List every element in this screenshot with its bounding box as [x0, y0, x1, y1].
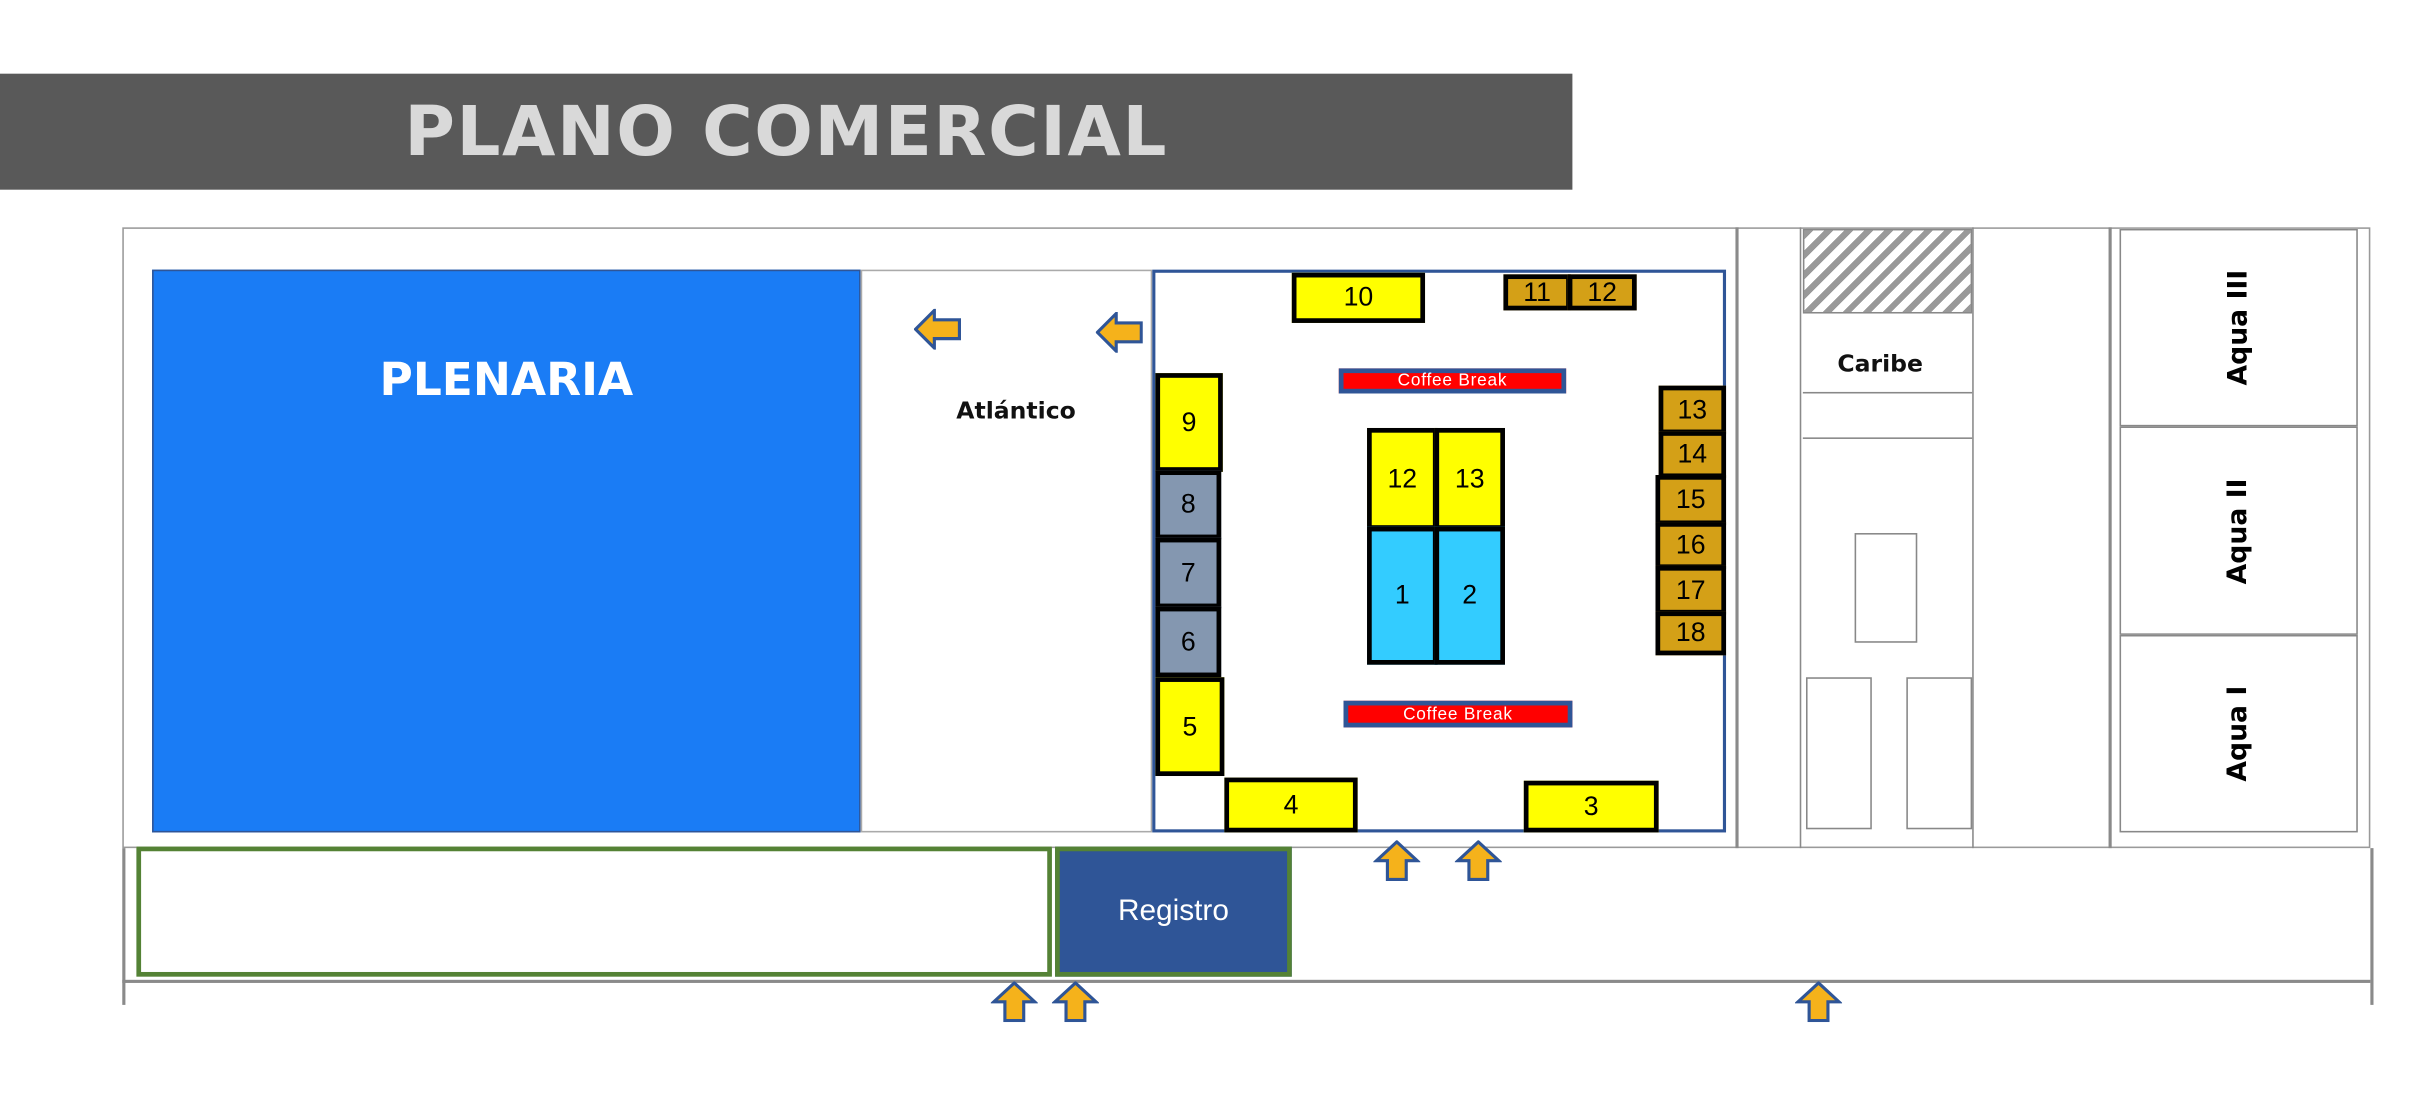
booth-5[interactable]: 5 — [1155, 677, 1225, 777]
atlantico-room: Atlántico — [860, 269, 1153, 833]
arrow-left-icon — [1095, 311, 1143, 353]
aqua-2-label: Aqua II — [2222, 477, 2255, 584]
arrow-up-icon — [1051, 981, 1099, 1023]
aqua-2-room: Aqua II — [2119, 426, 2358, 635]
booth-6[interactable]: 6 — [1155, 606, 1222, 678]
aqua-3-room: Aqua III — [2119, 228, 2358, 427]
booth-3[interactable]: 3 — [1523, 780, 1659, 833]
booth-7[interactable]: 7 — [1155, 537, 1222, 609]
plenaria-label: PLENARIA — [379, 352, 634, 407]
page-title: PLANO COMERCIAL — [404, 91, 1168, 172]
aqua-1-room: Aqua I — [2119, 634, 2358, 833]
arrow-up-icon — [990, 981, 1038, 1023]
arrow-up-icon — [1795, 981, 1843, 1023]
booth-14[interactable]: 14 — [1658, 431, 1727, 479]
booth-11[interactable]: 11 — [1503, 274, 1571, 311]
booth-17[interactable]: 17 — [1655, 565, 1727, 615]
restroom-stalls — [1906, 677, 1973, 830]
restroom-stalls — [1805, 677, 1872, 830]
booth-13-center[interactable]: 13 — [1434, 427, 1505, 530]
aqua-1-label: Aqua I — [2222, 685, 2255, 782]
booth-12-center[interactable]: 12 — [1367, 427, 1438, 530]
registro-label: Registro — [1117, 894, 1229, 928]
wall-line — [2370, 848, 2374, 1005]
wall-line — [122, 848, 126, 1005]
booth-15[interactable]: 15 — [1655, 475, 1727, 526]
lobby-area — [136, 846, 1052, 977]
booth-8[interactable]: 8 — [1155, 470, 1222, 540]
aqua-3-label: Aqua III — [2222, 269, 2255, 386]
restroom-stalls — [1854, 533, 1918, 643]
booth-10[interactable]: 10 — [1291, 272, 1426, 323]
booth-2[interactable]: 2 — [1434, 526, 1505, 665]
wall-line — [1735, 227, 1739, 849]
arrow-left-icon — [913, 308, 962, 350]
arrow-up-icon — [1373, 840, 1421, 882]
title-bar: PLANO COMERCIAL — [0, 73, 1573, 190]
wall-line — [2108, 227, 2112, 849]
service-area — [1802, 228, 1973, 314]
caribe-label: Caribe — [1837, 349, 1923, 378]
registro-area: Registro — [1055, 846, 1292, 977]
booth-1[interactable]: 1 — [1367, 526, 1438, 665]
plenaria-room: PLENARIA — [152, 269, 861, 833]
booth-9[interactable]: 9 — [1155, 373, 1223, 472]
booth-16[interactable]: 16 — [1655, 522, 1727, 570]
booth-13-right[interactable]: 13 — [1658, 385, 1727, 435]
atlantico-label: Atlántico — [956, 396, 1076, 425]
coffee-break-bottom: Coffee Break — [1343, 700, 1573, 728]
booth-18[interactable]: 18 — [1655, 611, 1727, 656]
restroom-stalls — [1802, 391, 1973, 439]
booth-4[interactable]: 4 — [1224, 777, 1358, 833]
coffee-break-top: Coffee Break — [1338, 368, 1567, 394]
booth-12[interactable]: 12 — [1567, 274, 1637, 311]
arrow-up-icon — [1454, 840, 1502, 882]
wall-line — [1799, 227, 1802, 849]
facade-line — [122, 979, 2371, 983]
wall-line — [1972, 227, 1974, 849]
